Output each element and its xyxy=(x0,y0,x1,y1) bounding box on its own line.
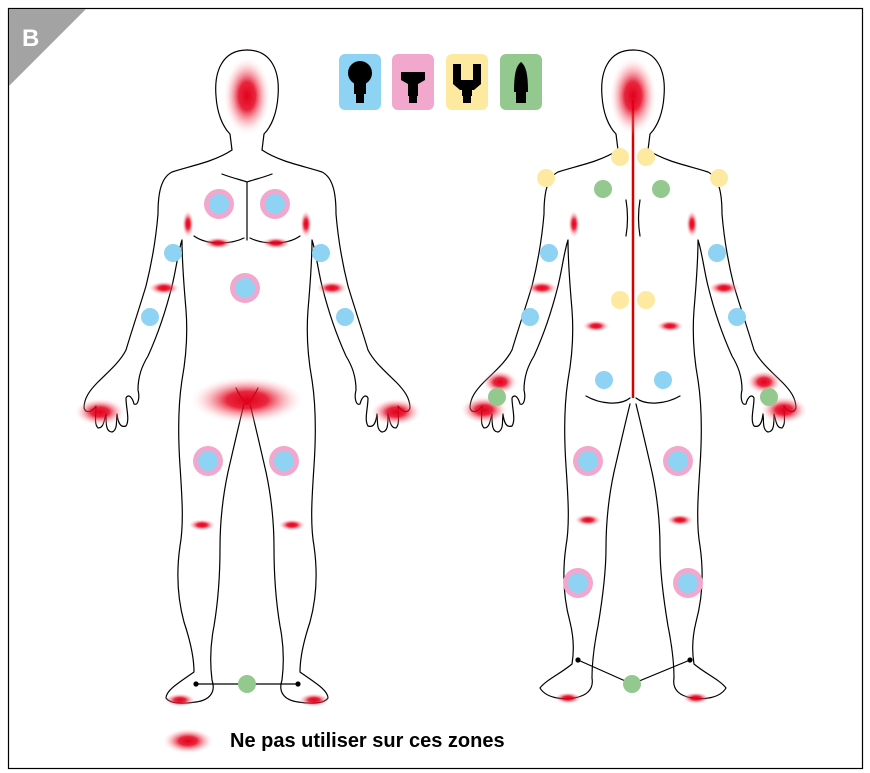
no-use-zone-back-elbow xyxy=(708,281,740,295)
no-use-zone-back-head xyxy=(609,56,657,136)
fork-head-icon xyxy=(446,54,488,110)
ball-head-icon xyxy=(339,54,381,110)
flat-head-icon xyxy=(392,54,434,110)
no-use-zone-heel xyxy=(682,692,710,704)
no-use-zone-chest xyxy=(203,237,233,249)
no-use-zone-elbow xyxy=(316,281,348,295)
front-left-contour xyxy=(84,150,244,703)
blue-point xyxy=(141,244,746,389)
corner-tab xyxy=(9,9,86,86)
no-use-zone-back-elbow xyxy=(526,281,558,295)
no-use-zone-back-armpit xyxy=(568,210,580,238)
no-use-zone-kidney xyxy=(656,320,684,332)
no-use-zone-back-knee xyxy=(574,514,602,526)
bullet-head-icon xyxy=(500,54,542,110)
no-use-zone-front-head xyxy=(223,56,271,136)
no-use-zone-back-knee xyxy=(666,514,694,526)
no-use-zone-heel xyxy=(554,692,582,704)
no-use-zone-knee xyxy=(278,519,306,531)
foot-connectors xyxy=(194,658,692,686)
attachment-heads xyxy=(339,54,542,110)
no-use-zone-groin xyxy=(189,376,305,424)
panel-label: B xyxy=(22,25,39,52)
panel-frame xyxy=(9,9,863,769)
no-use-zone-armpit xyxy=(182,210,194,238)
no-use-zone-hand xyxy=(370,398,422,426)
no-use-zone-chest xyxy=(261,237,291,249)
no-use-zone-kidney xyxy=(582,320,610,332)
no-use-zone-hand xyxy=(74,398,126,426)
no-use-zone-foot xyxy=(298,693,330,707)
no-use-zone-armpit xyxy=(300,210,312,238)
no-use-zone-knee xyxy=(188,519,216,531)
legend-caption: Ne pas utiliser sur ces zones xyxy=(230,730,505,753)
legend-no-use-swatch xyxy=(162,728,214,754)
no-use-zone-elbow xyxy=(148,281,180,295)
front-right-contour xyxy=(250,150,410,703)
no-use-zone-back-armpit xyxy=(686,210,698,238)
no-use-zone-foot xyxy=(164,693,196,707)
